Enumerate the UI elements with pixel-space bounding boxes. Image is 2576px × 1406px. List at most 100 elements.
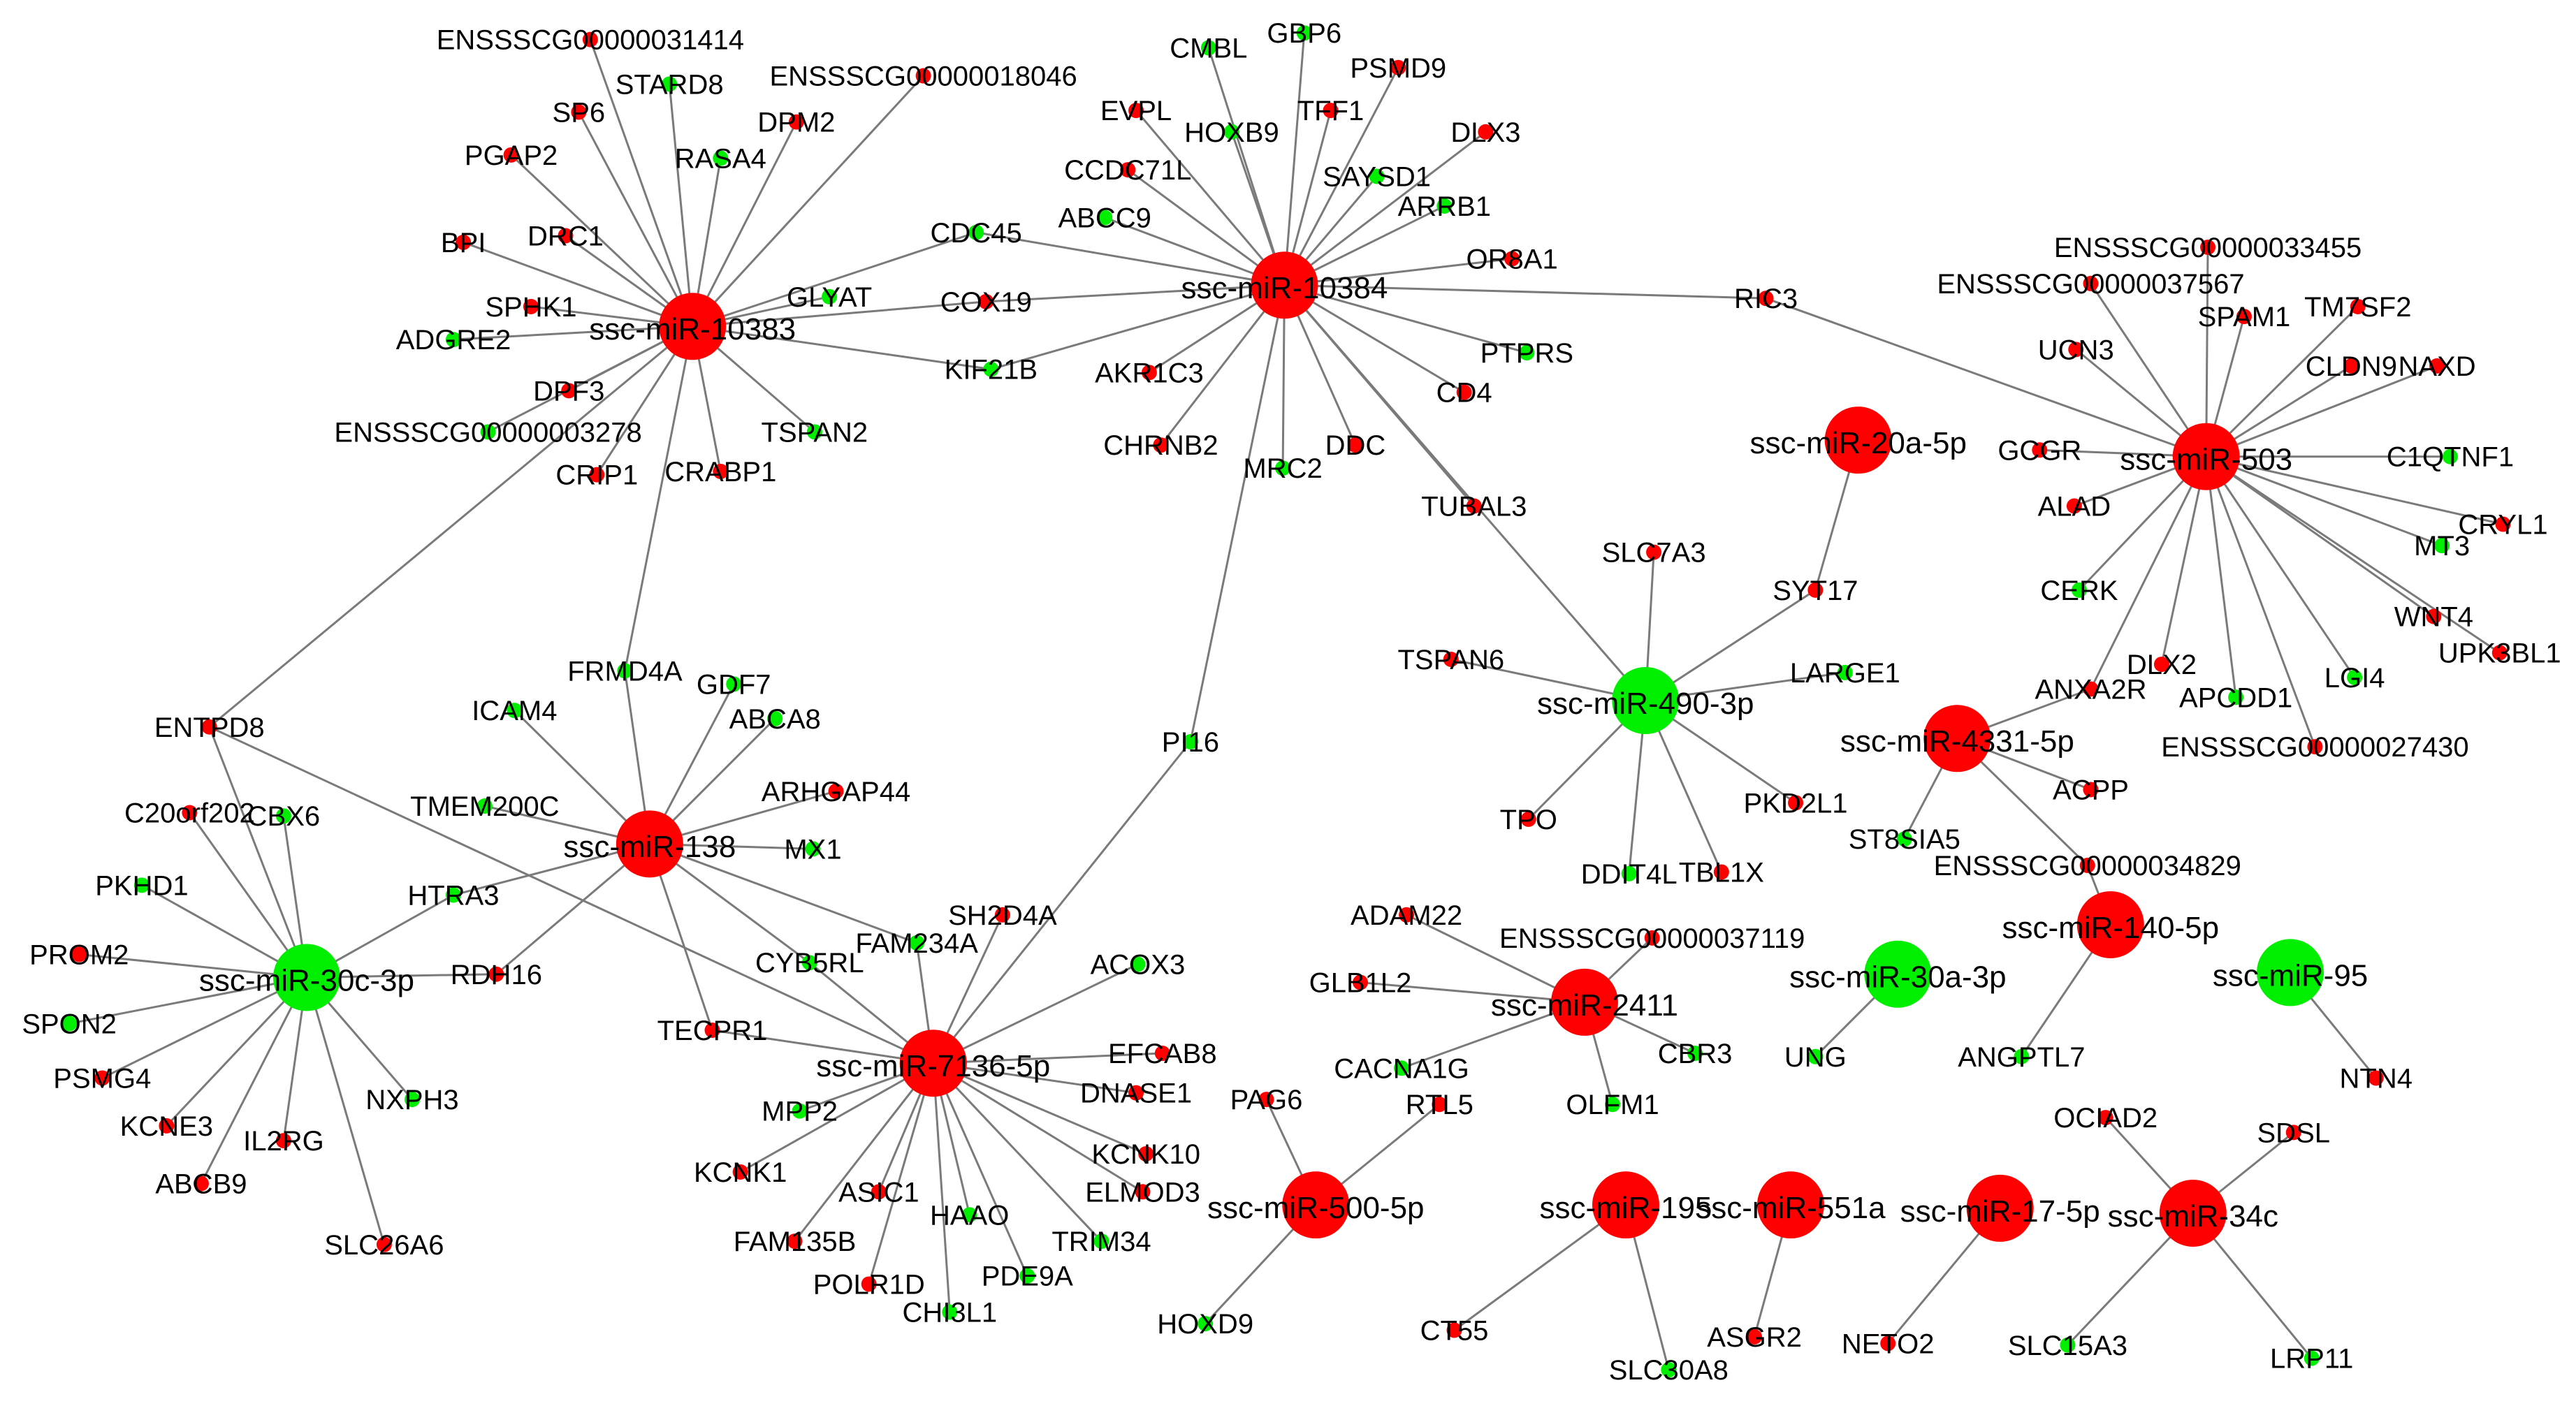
gene-node-cbr3[interactable] xyxy=(1687,1046,1703,1062)
gene-node-ptprs[interactable] xyxy=(1519,345,1535,361)
gene-node-c20orf202[interactable] xyxy=(182,805,198,821)
gene-node-abcb9[interactable] xyxy=(193,1176,209,1192)
gene-node-ric3[interactable] xyxy=(1758,291,1774,307)
gene-node-angptl7[interactable] xyxy=(2014,1048,2030,1064)
gene-node-ddc[interactable] xyxy=(1347,437,1363,453)
gene-node-mt3[interactable] xyxy=(2434,538,2450,554)
gene-node-or8a1[interactable] xyxy=(1504,251,1520,267)
gene-node-dpm2[interactable] xyxy=(788,114,804,130)
gene-node-tspan2[interactable] xyxy=(806,424,822,440)
gene-node-enssscg00000037567[interactable] xyxy=(2083,275,2099,291)
gene-node-kcnk1[interactable] xyxy=(732,1164,748,1180)
gene-node-il2rg[interactable] xyxy=(275,1133,291,1149)
gene-node-neto2[interactable] xyxy=(1880,1335,1896,1352)
gene-node-akr1c3[interactable] xyxy=(1141,365,1157,381)
gene-node-psmg4[interactable] xyxy=(94,1070,110,1086)
gene-node-ung[interactable] xyxy=(1807,1048,1824,1064)
mirna-node-h20a[interactable] xyxy=(1824,407,1892,474)
gene-node-st8sia5[interactable] xyxy=(1896,831,1912,847)
gene-node-enssscg00000031414[interactable] xyxy=(582,31,598,47)
gene-node-glb1l2[interactable] xyxy=(1353,974,1368,990)
gene-node-slc26a6[interactable] xyxy=(376,1236,392,1252)
mirna-node-h4331[interactable] xyxy=(1923,705,1991,772)
gene-node-icam4[interactable] xyxy=(507,703,523,719)
gene-node-dnase1[interactable] xyxy=(1128,1085,1144,1101)
gene-node-crip1[interactable] xyxy=(589,467,605,483)
gene-node-fam135b[interactable] xyxy=(787,1233,803,1250)
gene-node-lrp11[interactable] xyxy=(2304,1350,2320,1366)
gene-node-lgi4[interactable] xyxy=(2347,669,2363,685)
mirna-node-h195[interactable] xyxy=(1592,1171,1659,1239)
gene-node-polr1d[interactable] xyxy=(861,1276,877,1292)
gene-node-tbl1x[interactable] xyxy=(1713,864,1729,880)
gene-node-glyat[interactable] xyxy=(822,288,838,305)
gene-node-slc7a3[interactable] xyxy=(1646,544,1662,560)
gene-node-enssscg00000037119[interactable] xyxy=(1644,930,1660,946)
gene-node-mx1[interactable] xyxy=(805,841,821,857)
gene-node-frmd4a[interactable] xyxy=(617,663,633,679)
gene-node-cacna1g[interactable] xyxy=(1394,1060,1409,1076)
gene-node-olfm1[interactable] xyxy=(1605,1097,1621,1113)
gene-node-enssscg00000034829[interactable] xyxy=(2079,858,2095,873)
gene-node-sphk1[interactable] xyxy=(523,298,539,314)
gene-node-naxd[interactable] xyxy=(2429,358,2445,374)
gene-node-cerk[interactable] xyxy=(2071,582,2087,598)
gene-node-ct55[interactable] xyxy=(1446,1322,1462,1338)
gene-node-rtl5[interactable] xyxy=(1432,1097,1448,1113)
gene-node-chrnb2[interactable] xyxy=(1153,437,1169,453)
gene-node-nxph3[interactable] xyxy=(405,1092,420,1108)
gene-node-asic1[interactable] xyxy=(871,1184,887,1200)
gene-node-htra3[interactable] xyxy=(446,887,461,903)
gene-node-enssscg00000018046[interactable] xyxy=(915,68,931,84)
gene-node-chi3l1[interactable] xyxy=(942,1304,958,1320)
gene-node-hoxb9[interactable] xyxy=(1223,124,1239,140)
gene-node-cdc45[interactable] xyxy=(968,224,984,240)
gene-node-efcab8[interactable] xyxy=(1154,1046,1170,1062)
gene-node-psmd9[interactable] xyxy=(1390,59,1406,75)
gene-node-slc30a8[interactable] xyxy=(1661,1362,1677,1378)
gene-node-acpp[interactable] xyxy=(2083,782,2099,798)
gene-node-saysd1[interactable] xyxy=(1369,168,1385,184)
mirna-node-h10384[interactable] xyxy=(1251,251,1318,319)
gene-node-apcdd1[interactable] xyxy=(2228,689,2244,705)
gene-node-sdsl[interactable] xyxy=(2285,1125,2301,1141)
gene-node-prom2[interactable] xyxy=(71,946,87,962)
gene-node-trim34[interactable] xyxy=(1093,1233,1109,1250)
gene-node-drc1[interactable] xyxy=(558,228,574,244)
gene-node-rdh16[interactable] xyxy=(488,966,504,982)
gene-node-pag6[interactable] xyxy=(1258,1092,1274,1108)
mirna-node-h500[interactable] xyxy=(1282,1171,1350,1239)
gene-node-spam1[interactable] xyxy=(2236,309,2252,325)
gene-node-tm7sf2[interactable] xyxy=(2350,298,2366,314)
mirna-node-h10383[interactable] xyxy=(659,293,727,360)
gene-node-tspan6[interactable] xyxy=(1443,652,1459,667)
gene-node-kif21b[interactable] xyxy=(983,361,999,377)
gene-node-haao[interactable] xyxy=(961,1207,977,1223)
gene-node-pkd2l1[interactable] xyxy=(1788,795,1804,811)
gene-node-alad[interactable] xyxy=(2066,498,2082,514)
gene-node-adam22[interactable] xyxy=(1399,907,1415,923)
gene-node-sp6[interactable] xyxy=(571,104,587,120)
gene-node-fam234a[interactable] xyxy=(909,935,925,951)
mirna-node-h2411[interactable] xyxy=(1550,968,1618,1036)
gene-node-dpf3[interactable] xyxy=(561,383,577,399)
mirna-node-h34c[interactable] xyxy=(2159,1179,2227,1247)
gene-node-entpd8[interactable] xyxy=(201,719,217,735)
gene-node-pkhd1[interactable] xyxy=(133,877,150,893)
mirna-node-h503[interactable] xyxy=(2172,423,2240,490)
gene-node-cmbl[interactable] xyxy=(1200,40,1216,56)
gene-node-dlx2[interactable] xyxy=(2153,657,2169,673)
gene-node-ddit4l[interactable] xyxy=(1621,865,1637,881)
gene-node-arrb1[interactable] xyxy=(1436,198,1453,214)
gene-node-abcc9[interactable] xyxy=(1097,210,1113,226)
gene-node-syt17[interactable] xyxy=(1807,582,1824,598)
mirna-node-h138[interactable] xyxy=(616,810,683,878)
gene-node-upk3bl1[interactable] xyxy=(2491,645,2508,661)
gene-node-tubal3[interactable] xyxy=(1466,498,1482,514)
gene-node-mrc2[interactable] xyxy=(1275,460,1291,476)
gene-node-pde9a[interactable] xyxy=(1019,1268,1035,1284)
gene-node-elmod3[interactable] xyxy=(1135,1184,1151,1200)
gene-node-slc15a3[interactable] xyxy=(2060,1337,2076,1353)
mirna-node-h30a[interactable] xyxy=(1864,940,1932,1008)
gene-node-gbp6[interactable] xyxy=(1296,25,1312,41)
